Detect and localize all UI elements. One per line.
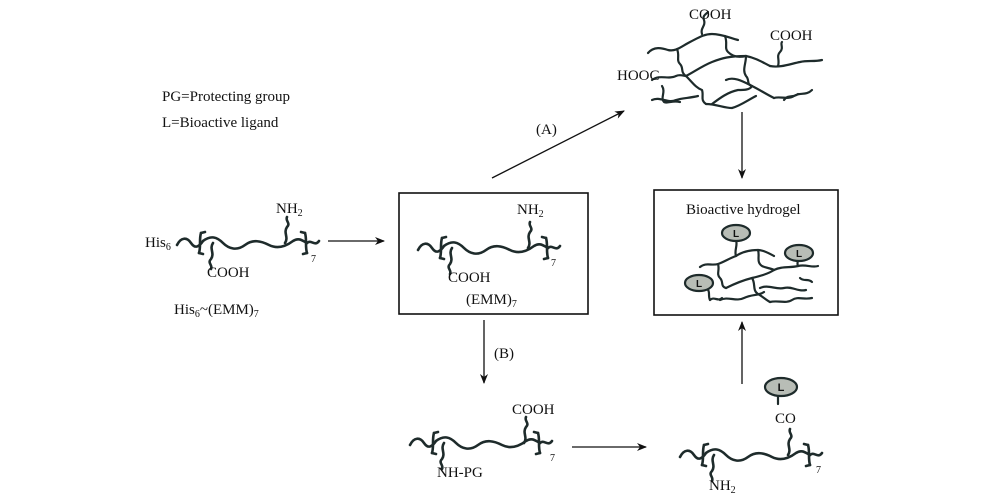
ligand-label: L [733, 229, 739, 240]
emm-box [398, 192, 589, 315]
center-nh2: NH2 [517, 202, 544, 220]
start-name: His6~(EMM)7 [174, 302, 259, 320]
ligand-label: L [696, 279, 702, 290]
ligand-icon [763, 376, 799, 398]
ligand-icon [683, 273, 715, 293]
ligand-label: L [778, 382, 785, 394]
ligand-label: L [796, 249, 802, 260]
arrow-route-a [491, 110, 625, 179]
ligand-icon [720, 223, 752, 243]
bioactive-hydrogel-box [653, 189, 839, 316]
cooh-network [646, 10, 824, 110]
center-cooh: COOH [448, 270, 491, 286]
his-prefix: His6 [145, 235, 171, 253]
network-hooc-left: HOOC [617, 68, 660, 84]
legend-pg: PG=Protecting group [162, 89, 290, 105]
ligand-icon [783, 243, 815, 263]
ligand-polymer-nh2: NH2 [709, 478, 736, 496]
center-name: (EMM)7 [466, 292, 517, 310]
protected-repeat: 7 [550, 453, 555, 464]
start-repeat: 7 [311, 254, 316, 265]
start-polymer: His6 NH2 COOH 7 His6~(EMM)7 [145, 201, 321, 320]
protected-nh-pg: NH-PG [437, 465, 483, 481]
start-cooh: COOH [207, 265, 250, 281]
linker-co: CO [775, 411, 796, 427]
network-cooh-top: COOH [689, 7, 732, 23]
ligand-polymer-repeat: 7 [816, 465, 821, 476]
start-nh2: NH2 [276, 201, 303, 219]
ligand-polymer: L CO NH2 7 [678, 376, 824, 496]
center-repeat: 7 [551, 258, 556, 269]
legend-l: L=Bioactive ligand [162, 115, 279, 131]
center-polymer: NH2 COOH 7 (EMM)7 [416, 202, 562, 310]
hydrogel-title: Bioactive hydrogel [686, 202, 801, 218]
route-b-label: (B) [494, 346, 514, 362]
protected-cooh: COOH [512, 402, 555, 418]
hydrogel-ligands: L L L [683, 223, 815, 302]
network-cooh-right: COOH [770, 28, 813, 44]
route-a-label: (A) [536, 122, 557, 138]
protected-polymer: COOH NH-PG 7 [408, 402, 555, 481]
